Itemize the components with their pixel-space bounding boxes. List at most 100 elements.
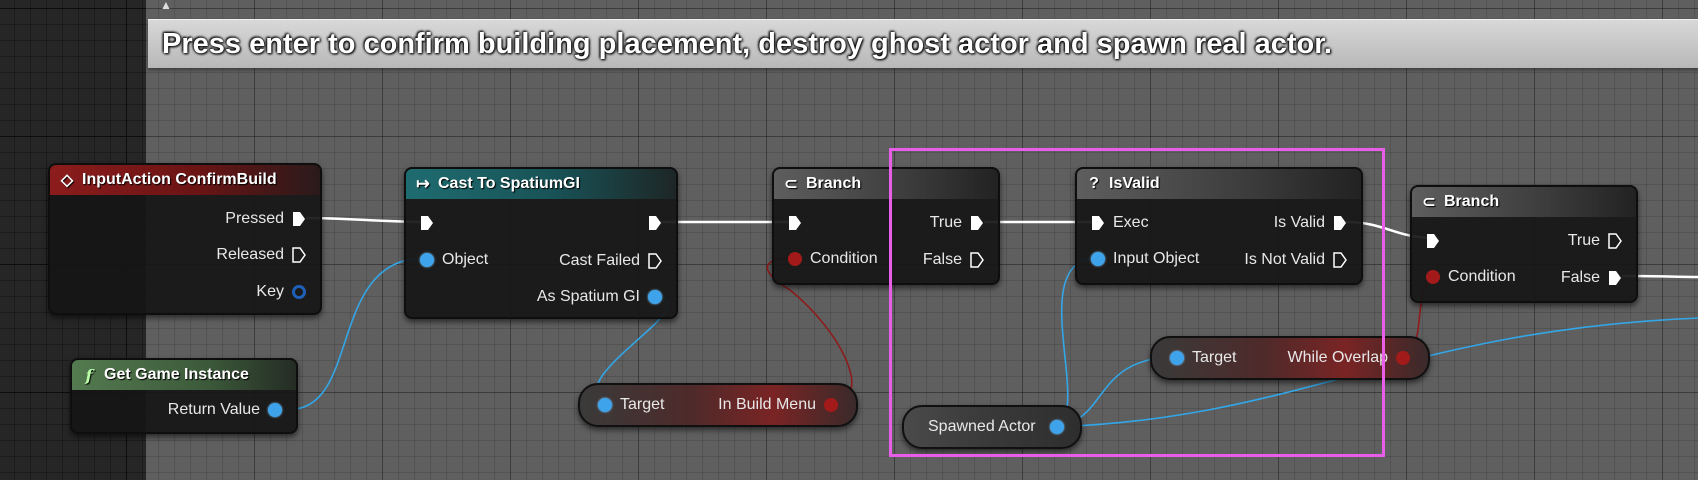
exec-output-icon[interactable] <box>970 215 984 231</box>
pin-label: Exec <box>1113 214 1149 231</box>
pin-label: Condition <box>810 250 878 267</box>
object-pin-icon[interactable] <box>648 290 662 304</box>
variable-label: In Build Menu <box>718 396 816 413</box>
pin-label: Is Valid <box>1273 214 1325 231</box>
get-game-instance-node[interactable]: f Get Game Instance Return Value <box>70 358 298 434</box>
bool-pin-icon[interactable] <box>1396 351 1410 365</box>
node-title: Branch <box>1444 193 1500 210</box>
comment-title: Press enter to confirm building placemen… <box>162 28 1332 60</box>
object-wire <box>295 257 429 410</box>
object-pin-icon[interactable] <box>420 253 434 267</box>
target-pin-icon[interactable] <box>598 398 612 412</box>
exec-input-icon[interactable] <box>1426 233 1440 249</box>
cast-icon: ↦ <box>416 176 430 193</box>
pin-label: False <box>922 251 962 268</box>
exec-input-icon[interactable] <box>788 215 802 231</box>
node-title: Cast To SpatiumGI <box>438 175 580 192</box>
input-action-confirm-build-node[interactable]: ◇ InputAction ConfirmBuild Pressed Relea… <box>48 163 322 315</box>
function-icon: f <box>85 365 93 385</box>
node-title: Get Game Instance <box>104 366 249 383</box>
true-pin[interactable]: True <box>930 211 984 235</box>
node-header: ↦ Cast To SpatiumGI <box>406 169 676 199</box>
key-pin[interactable]: Key <box>256 280 306 304</box>
input-action-icon: ◇ <box>60 172 74 189</box>
in-build-menu-getter[interactable]: Target In Build Menu <box>578 383 858 427</box>
is-valid-node[interactable]: ? IsValid Exec Is Valid Input Object Is … <box>1075 167 1363 285</box>
pin-label: Condition <box>1448 268 1516 285</box>
exec-output-icon[interactable] <box>292 211 306 227</box>
node-header: ? IsValid <box>1077 169 1361 199</box>
true-pin[interactable]: True <box>1568 229 1622 253</box>
comment-header[interactable]: Press enter to confirm building placemen… <box>148 19 1698 68</box>
object-pin[interactable]: Object <box>420 248 488 272</box>
exec-input-icon[interactable] <box>1091 215 1105 231</box>
exec-output-icon[interactable] <box>1608 270 1622 286</box>
node-title: IsValid <box>1109 175 1160 192</box>
exec-output-icon[interactable] <box>1333 215 1347 231</box>
pin-label: Is Not Valid <box>1244 251 1325 268</box>
branch-exec-in-pin[interactable] <box>1426 229 1440 253</box>
pin-label: Object <box>442 251 489 268</box>
exec-output-icon[interactable] <box>1333 252 1347 268</box>
exec-pin[interactable]: Exec <box>1091 211 1149 235</box>
exec-output-icon[interactable] <box>1608 233 1622 249</box>
input-object-pin[interactable]: Input Object <box>1091 247 1199 271</box>
bool-pin-icon[interactable] <box>824 398 838 412</box>
graph-pivot-marker: ▲ <box>160 0 172 12</box>
node-title: Branch <box>806 175 862 192</box>
exec-output-icon[interactable] <box>648 215 662 231</box>
pin-label: False <box>1560 269 1600 286</box>
pin-label: Released <box>216 246 284 263</box>
variable-label: While Overlap <box>1287 349 1388 366</box>
object-pin-icon[interactable] <box>1091 252 1105 266</box>
condition-pin[interactable]: Condition <box>788 247 878 271</box>
false-pin[interactable]: False <box>1561 266 1622 290</box>
pin-label: As Spatium GI <box>536 288 640 305</box>
as-spatium-gi-pin[interactable]: As Spatium GI <box>537 285 662 309</box>
node-header: ⊂ Branch <box>1412 187 1636 217</box>
bool-pin-icon[interactable] <box>788 252 802 266</box>
spawned-actor-getter[interactable]: Spawned Actor <box>902 405 1082 449</box>
object-pin-icon[interactable] <box>268 403 282 417</box>
node-header: ⊂ Branch <box>774 169 998 199</box>
pin-label: Pressed <box>225 210 284 227</box>
exec-input-icon[interactable] <box>420 215 434 231</box>
pin-label: Return Value <box>167 401 260 418</box>
exec-output-icon[interactable] <box>648 253 662 269</box>
node-header: ◇ InputAction ConfirmBuild <box>50 165 320 195</box>
cast-failed-pin[interactable]: Cast Failed <box>559 249 662 273</box>
condition-pin[interactable]: Condition <box>1426 265 1516 289</box>
false-pin[interactable]: False <box>923 248 984 272</box>
branch-icon: ⊂ <box>1422 194 1436 211</box>
pin-label: True <box>1567 232 1600 249</box>
exec-output-icon[interactable] <box>292 247 306 263</box>
is-not-valid-pin[interactable]: Is Not Valid <box>1244 248 1347 272</box>
target-pin-icon[interactable] <box>1170 351 1184 365</box>
cast-to-spatiumgi-node[interactable]: ↦ Cast To SpatiumGI Object Cast Failed A… <box>404 167 678 319</box>
target-label: Target <box>1192 349 1237 366</box>
exec-output-icon[interactable] <box>970 252 984 268</box>
branch-icon: ⊂ <box>784 176 798 193</box>
branch-node-1[interactable]: ⊂ Branch True Condition False <box>772 167 1000 285</box>
target-label: Target <box>620 396 665 413</box>
return-value-pin[interactable]: Return Value <box>168 398 282 422</box>
branch-exec-in-pin[interactable] <box>788 211 802 235</box>
selection-highlight-box <box>889 148 1385 457</box>
key-struct-pin-icon[interactable] <box>292 285 306 299</box>
pin-label: True <box>929 214 962 231</box>
is-valid-pin[interactable]: Is Valid <box>1274 211 1347 235</box>
pin-label: Input Object <box>1113 250 1200 267</box>
node-title: InputAction ConfirmBuild <box>82 171 277 188</box>
pin-label: Cast Failed <box>559 252 640 269</box>
bool-pin-icon[interactable] <box>1426 270 1440 284</box>
cast-exec-out-pin[interactable] <box>648 211 662 235</box>
node-header: f Get Game Instance <box>72 360 296 390</box>
variable-label: Spawned Actor <box>928 418 1036 435</box>
object-pin-icon[interactable] <box>1050 420 1064 434</box>
pressed-pin[interactable]: Pressed <box>225 207 306 231</box>
branch-node-2[interactable]: ⊂ Branch True Condition False <box>1410 185 1638 303</box>
pin-label: Key <box>256 283 284 300</box>
cast-exec-in-pin[interactable] <box>420 211 434 235</box>
released-pin[interactable]: Released <box>216 243 306 267</box>
